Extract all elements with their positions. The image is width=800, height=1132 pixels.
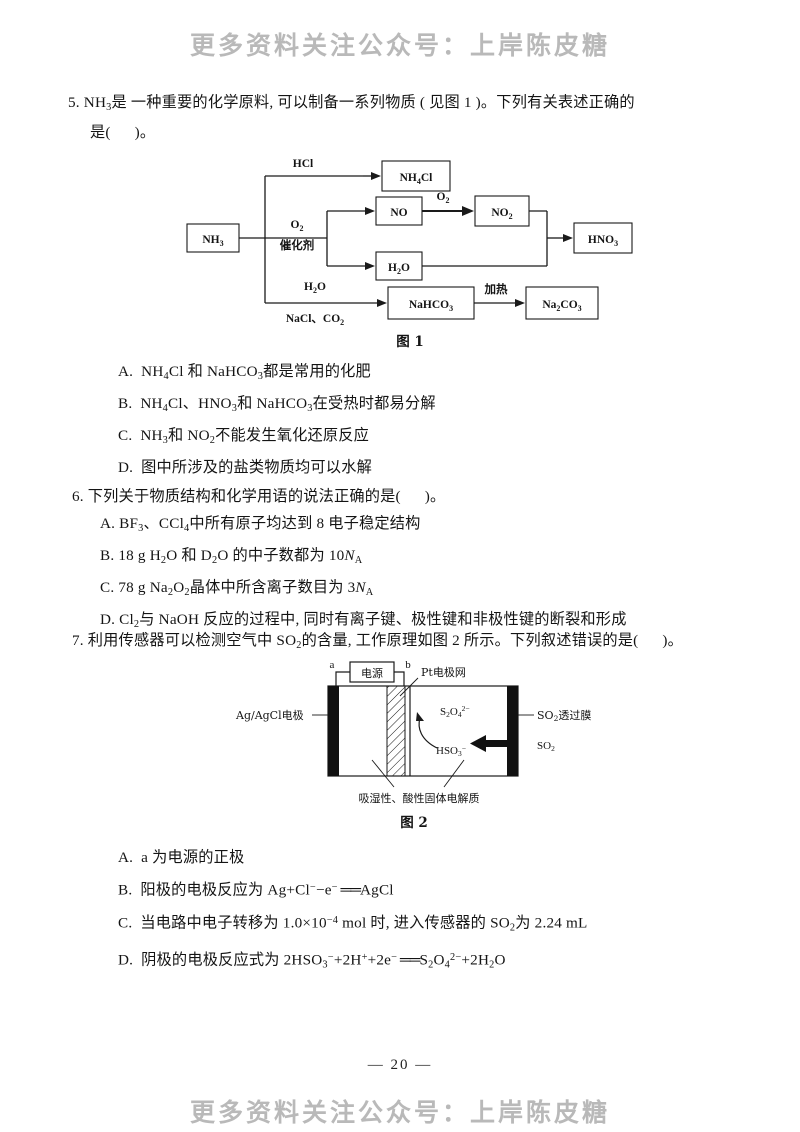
fig1-arrow-no <box>365 207 375 215</box>
fig1-box-no <box>375 196 423 226</box>
fig2-label-pt-mesh: Pt电极网 <box>421 665 466 679</box>
question-7-line-1: 7. 利用传感器可以检测空气中 SO2的含量, 工作原理如图 2 所示。下列叙述… <box>72 632 684 651</box>
fig1-arrow-na2co3 <box>515 299 525 307</box>
question-7-option-a: A. a 为电源的正极 <box>118 849 245 866</box>
fig1-label-hcl: HCl <box>293 158 313 170</box>
fig2-label-membrane: SO2透过膜 <box>537 709 591 723</box>
fig1-box-no2 <box>474 195 530 227</box>
fig1-label-o2-top: O2 <box>291 219 304 233</box>
fig2-ag-agcl-electrode <box>328 686 339 776</box>
question-5-option-a: A. NH4Cl 和 NaHCO3都是常用的化肥 <box>118 363 371 382</box>
fig2-pt-mesh-electrode <box>386 685 406 777</box>
fig2-label-electrolyte: 吸湿性、酸性固体电解质 <box>359 791 480 805</box>
question-6-line-1: 6. 下列关于物质结构和化学用语的说法正确的是( )。 <box>72 488 446 505</box>
question-5-option-c: C. NH3和 NO2不能发生氧化还原反应 <box>118 426 370 446</box>
fig2-conversion-arrowhead <box>416 712 424 721</box>
fig2-label-ag-agcl: Ag/AgCl电极 <box>235 708 304 722</box>
fig2-label-power: 电源 <box>361 666 383 680</box>
fig1-arrow-no2 <box>462 206 474 216</box>
fig2-lead-a <box>335 671 350 686</box>
question-6-option-b: B. 18 g H2O 和 D2O 的中子数都为 10NA <box>100 546 363 566</box>
fig1-label-h2o-branch: H2O <box>304 281 326 295</box>
fig1-label-na2co3: Na2CO3 <box>542 299 581 313</box>
fig1-label-nacl-co2: NaCl、CO2 <box>286 313 344 327</box>
question-6-option-d: D. Cl2与 NaOH 反应的过程中, 同时有离子键、极性键和非极性键的断裂和… <box>100 610 627 630</box>
question-5-option-b: B. NH4Cl、HNO3和 NaHCO3在受热时都易分解 <box>118 394 436 414</box>
fig2-leader-pt-mesh <box>399 677 419 697</box>
fig1-arrow-nahco3 <box>377 299 387 307</box>
fig1-label-heat: 加热 <box>484 282 508 296</box>
question-6-options: A. BF3、CCl4中所有原子均达到 8 电子稳定结构 B. 18 g H2O… <box>100 510 800 638</box>
question-5-line-2: 是( )。 <box>90 123 156 141</box>
fig1-box-nh4cl <box>381 160 451 192</box>
question-5-line-1: 5. NH3是 一种重要的化学原料, 可以制备一系列物质 ( 见图 1 )。下列… <box>68 94 635 113</box>
question-6-option-a: A. BF3、CCl4中所有原子均达到 8 电子稳定结构 <box>100 515 421 534</box>
fig1-box-na2co3 <box>525 286 599 320</box>
fig2-leader-electrolyte-right <box>443 759 465 788</box>
fig1-label-no: NO <box>390 207 407 219</box>
fig1-label-catalyst: 催化剂 <box>280 238 315 252</box>
fig2-lead-b <box>394 671 405 686</box>
fig1-arrow-nh4cl <box>371 172 381 180</box>
fig2-label-so2-gas: SO2 <box>537 740 555 753</box>
fig2-label-hso3: HSO3− <box>436 744 466 758</box>
fig1-arrow-hno3 <box>563 234 573 242</box>
page-number: — 20 — <box>367 1057 433 1073</box>
question-7: 7. 利用传感器可以检测空气中 SO2的含量, 工作原理如图 2 所示。下列叙述… <box>72 628 800 658</box>
fig1-label-nh3: NH3 <box>202 234 223 248</box>
watermark-bottom: 更多资料关注公众号：上岸陈皮糖 <box>189 1098 610 1127</box>
question-7-option-d: D. 阴极的电极反应式为 2HSO3−+2H++2e− ══S2O42−+2H2… <box>118 951 506 971</box>
fig2-so2-membrane <box>507 686 518 776</box>
figure-2-sensor: 电源 a b Pt电极网 Ag/AgCl电极 SO2透过膜 SO2 S2O42−… <box>232 656 632 831</box>
fig1-arrow-h2o-box <box>365 262 375 270</box>
figure-1-caption: 图 1 <box>396 334 424 350</box>
fig2-label-terminal-a: a <box>330 659 335 671</box>
fig1-box-nh3 <box>186 223 240 253</box>
fig1-label-o2-mid: O2 <box>437 191 450 205</box>
fig1-label-no2: NO2 <box>491 207 512 221</box>
fig1-label-nahco3: NaHCO3 <box>409 299 453 313</box>
fig2-leader-electrolyte-left <box>371 759 395 788</box>
fig2-so2-inflow-arrow <box>470 735 516 752</box>
fig1-box-nahco3 <box>387 286 475 320</box>
figure-2-caption: 图 2 <box>400 815 428 831</box>
fig1-label-nh4cl: NH4Cl <box>400 172 433 186</box>
question-7-options: A. a 为电源的正极 B. 阳极的电极反应为 Ag+Cl−−e− ══AgCl… <box>118 843 800 981</box>
question-7-option-c: C. 当电路中电子转移为 1.0×10−4 mol 时, 进入传感器的 SO2为… <box>118 914 588 934</box>
figure-1-flowchart: NH3 HCl NH4Cl O2 催化剂 NO O2 <box>185 148 635 350</box>
question-5-option-d: D. 图中所涉及的盐类物质均可以水解 <box>118 458 372 476</box>
watermark-top: 更多资料关注公众号：上岸陈皮糖 <box>189 31 610 60</box>
question-6-option-c: C. 78 g Na2O2晶体中所含离子数目为 3NA <box>100 578 374 598</box>
fig2-label-s2o4: S2O42− <box>440 704 470 719</box>
fig1-label-hno3: HNO3 <box>588 234 618 248</box>
fig1-box-hno3 <box>573 222 633 254</box>
question-5: 5. NH3是 一种重要的化学原料, 可以制备一系列物质 ( 见图 1 )。下列… <box>68 90 768 145</box>
fig2-conversion-arrow <box>418 717 438 749</box>
question-5-options: A. NH4Cl 和 NaHCO3都是常用的化肥 B. NH4Cl、HNO3和 … <box>118 358 768 481</box>
fig2-label-terminal-b: b <box>405 659 411 671</box>
question-6: 6. 下列关于物质结构和化学用语的说法正确的是( )。 <box>72 484 772 509</box>
fig2-cell-body <box>327 685 519 777</box>
fig1-label-h2o-box: H2O <box>388 262 410 276</box>
question-7-option-b: B. 阳极的电极反应为 Ag+Cl−−e− ══AgCl <box>118 881 394 899</box>
